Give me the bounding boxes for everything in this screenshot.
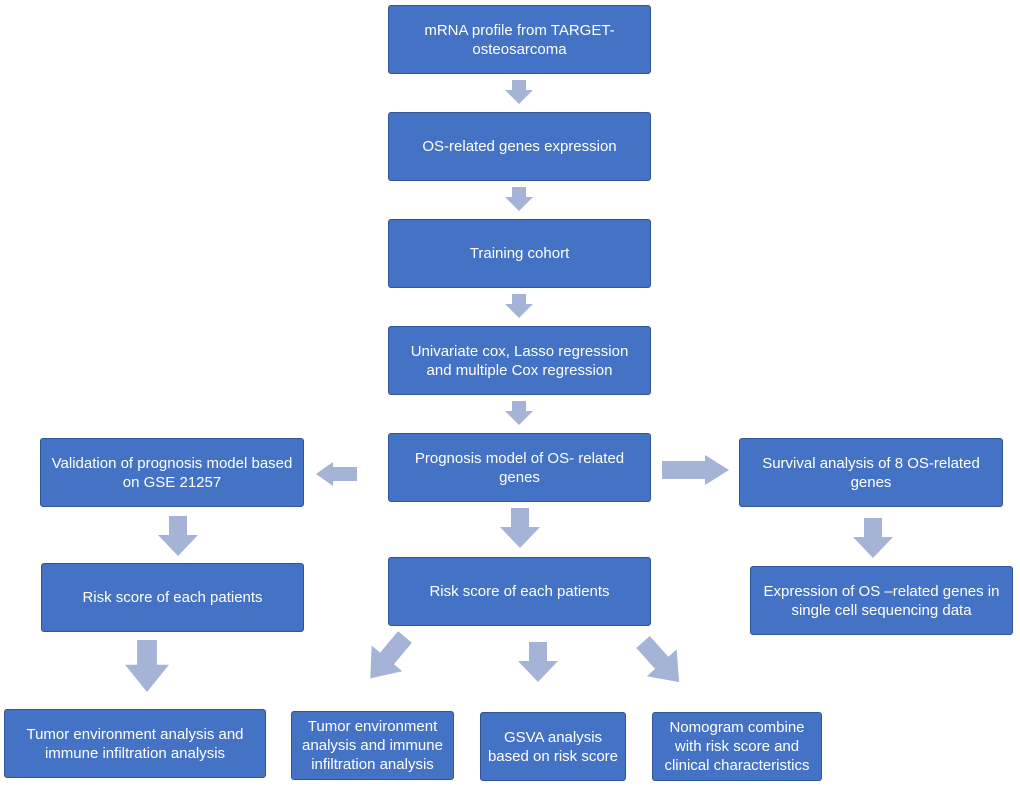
prognosis-model-label: Prognosis model of OS- related genes xyxy=(414,449,625,486)
regression-box: Univariate cox, Lasso regression and mul… xyxy=(388,326,651,395)
risk-score-center-box: Risk score of each patients xyxy=(388,557,651,626)
arrow-down-model-risk xyxy=(500,508,540,548)
arrow-right-survival xyxy=(662,455,729,485)
tumor-env-center-label: Tumor environment analysis and immune in… xyxy=(302,718,443,773)
risk-score-left-label: Risk score of each patients xyxy=(82,589,263,606)
gsva-label: GSVA analysis based on risk score xyxy=(487,728,619,765)
mrna-profile-box: mRNA profile from TARGET-osteosarcoma xyxy=(388,5,651,74)
expression-single-cell-box: Expression of OS –related genes in singl… xyxy=(750,566,1013,635)
regression-label: Univariate cox, Lasso regression and mul… xyxy=(410,342,629,379)
survival-analysis-label: Survival analysis of 8 OS-related genes xyxy=(762,454,980,491)
tumor-env-center-box: Tumor environment analysis and immune in… xyxy=(291,711,454,780)
validation-label: Validation of prognosis model based on G… xyxy=(51,454,293,491)
nomogram-label: Nomogram combine with risk score and cli… xyxy=(664,719,810,774)
validation-box: Validation of prognosis model based on G… xyxy=(40,438,304,507)
arrow-down-3 xyxy=(505,294,533,318)
arrow-down-4 xyxy=(505,401,533,425)
risk-score-center-label: Risk score of each patients xyxy=(429,583,610,600)
os-genes-expression-box: OS-related genes expression xyxy=(388,112,651,181)
tumor-env-left-box: Tumor environment analysis and immune in… xyxy=(4,709,266,778)
expression-single-cell-label: Expression of OS –related genes in singl… xyxy=(763,582,1000,619)
tumor-env-left-label: Tumor environment analysis and immune in… xyxy=(26,725,244,762)
arrow-down-risk-gsva xyxy=(518,642,558,682)
arrow-down-risk-tumor xyxy=(125,640,169,692)
arrow-down-survival-expression xyxy=(853,518,893,558)
arrow-down-2 xyxy=(505,187,533,211)
survival-analysis-box: Survival analysis of 8 OS-related genes xyxy=(739,438,1003,507)
training-cohort-box: Training cohort xyxy=(388,219,651,288)
arrow-down-1 xyxy=(505,80,533,104)
nomogram-box: Nomogram combine with risk score and cli… xyxy=(652,712,822,781)
arrow-left-validation xyxy=(316,462,357,486)
risk-score-left-box: Risk score of each patients xyxy=(41,563,304,632)
os-genes-expression-label: OS-related genes expression xyxy=(422,138,617,155)
prognosis-model-box: Prognosis model of OS- related genes xyxy=(388,433,651,502)
gsva-box: GSVA analysis based on risk score xyxy=(480,712,626,781)
mrna-profile-label: mRNA profile from TARGET-osteosarcoma xyxy=(424,21,615,58)
arrow-diag-risk-tumor xyxy=(370,631,412,679)
arrow-down-validation-risk xyxy=(158,516,198,556)
training-cohort-label: Training cohort xyxy=(469,245,570,262)
arrow-diag-risk-nomogram xyxy=(636,635,680,683)
